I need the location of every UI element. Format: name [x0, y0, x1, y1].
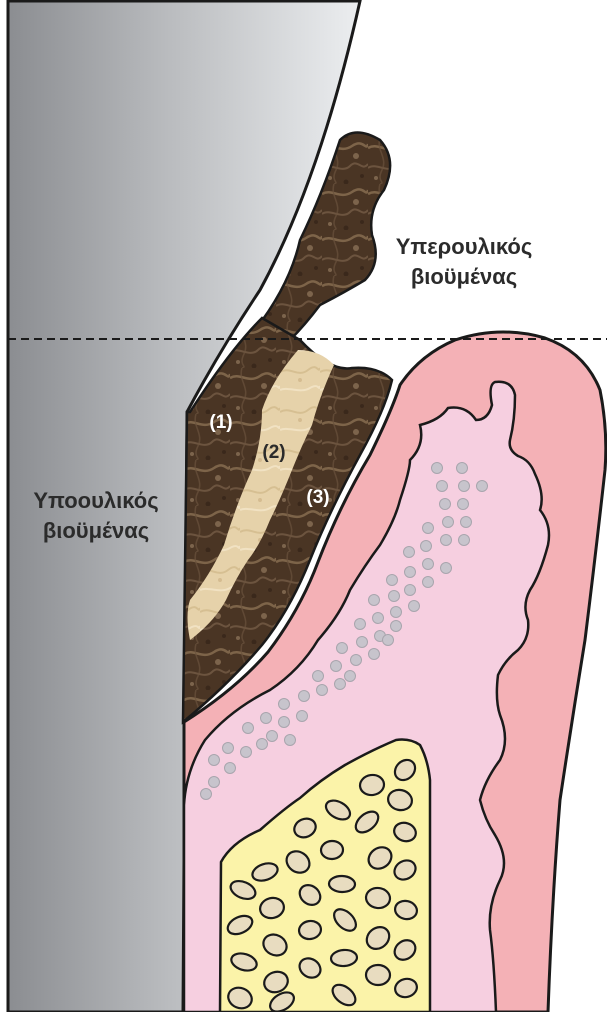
subgingival-label-line2: βιοϋμένας: [43, 518, 149, 543]
cell-dot: [391, 607, 402, 618]
cell-dot: [223, 743, 234, 754]
supragingival-label-line2: βιοϋμένας: [411, 264, 517, 289]
cell-dot: [285, 735, 296, 746]
cell-dot: [440, 499, 451, 510]
cell-dot: [443, 517, 454, 528]
cell-dot: [337, 643, 348, 654]
layer-3-label: (3): [306, 487, 329, 508]
cell-dot: [241, 747, 252, 758]
layer-1-label: (1): [209, 412, 232, 433]
cell-dot: [459, 535, 470, 546]
cell-dot: [243, 723, 254, 734]
cell-dot: [437, 481, 448, 492]
cell-dot: [201, 789, 212, 800]
cell-dot: [477, 481, 488, 492]
cell-dot: [391, 621, 402, 632]
cell-dot: [297, 711, 308, 722]
cell-dot: [423, 523, 434, 534]
cell-dot: [369, 649, 380, 660]
cell-dot: [405, 585, 416, 596]
cell-dot: [423, 577, 434, 588]
layer-2-label: (2): [262, 442, 285, 463]
cell-dot: [459, 481, 470, 492]
cell-dot: [373, 613, 384, 624]
cell-dot: [457, 463, 468, 474]
cell-dot: [279, 699, 290, 710]
cell-dot: [355, 619, 366, 630]
cell-dot: [357, 637, 368, 648]
cell-dot: [441, 535, 452, 546]
bone-pore: [330, 949, 357, 967]
bone-pore: [329, 876, 356, 893]
cell-dot: [405, 567, 416, 578]
cell-dot: [423, 559, 434, 570]
cell-dot: [369, 595, 380, 606]
cell-dot: [209, 755, 220, 766]
bone-pore: [366, 965, 390, 985]
cell-dot: [335, 679, 346, 690]
subgingival-label-line1: Υποουλικός: [33, 488, 158, 513]
cell-dot: [421, 541, 432, 552]
cell-dot: [461, 517, 472, 528]
cell-dot: [345, 671, 356, 682]
cell-dot: [331, 661, 342, 672]
cell-dot: [383, 635, 394, 646]
cell-dot: [389, 591, 400, 602]
cell-dot: [404, 547, 415, 558]
cell-dot: [351, 655, 362, 666]
cell-dot: [313, 671, 324, 682]
cell-dot: [225, 763, 236, 774]
cell-dot: [299, 691, 310, 702]
cell-dot: [387, 575, 398, 586]
cell-dot: [257, 739, 268, 750]
cell-dot: [261, 713, 272, 724]
cell-dot: [432, 463, 443, 474]
cell-dot: [458, 499, 469, 510]
cell-dot: [279, 717, 290, 728]
cell-dot: [209, 777, 220, 788]
cell-dot: [409, 601, 420, 612]
cell-dot: [317, 685, 328, 696]
supragingival-label-line1: Υπερουλικός: [396, 234, 533, 259]
cell-dot: [267, 731, 278, 742]
bone-pore: [321, 840, 344, 859]
cell-dot: [441, 563, 452, 574]
